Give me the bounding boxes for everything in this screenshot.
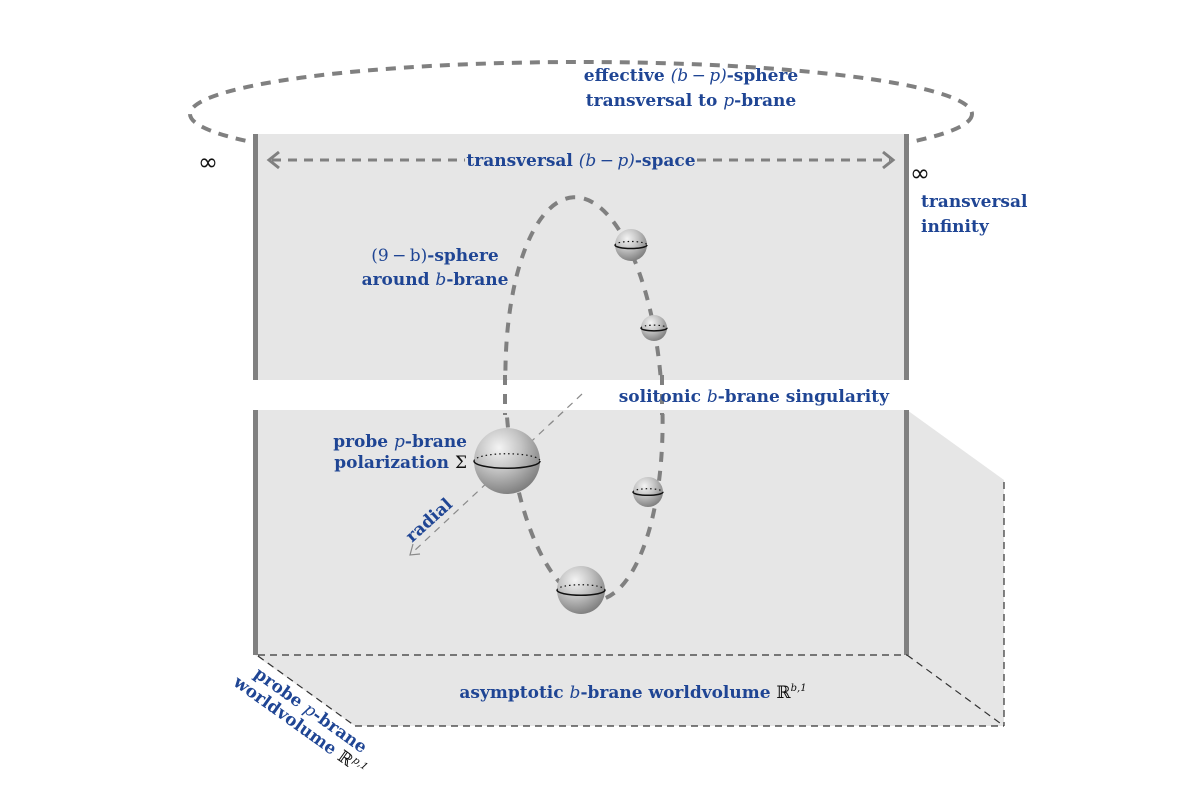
radial-arrowhead-icon [409, 543, 421, 556]
infinity-right-icon: ∞ [910, 159, 930, 187]
sphere-equator-front [640, 327, 668, 332]
sphere-equator-back [614, 240, 648, 246]
sphere-around-label-line2: around b-brane [362, 270, 509, 290]
sphere-body [557, 566, 605, 614]
effective-sphere-label-line2: transversal to p-brane [586, 91, 797, 111]
probe-sphere-large [473, 428, 541, 494]
probe-sphere-5 [556, 566, 606, 614]
lower-plane [255, 410, 907, 655]
sphere-equator-front [556, 589, 606, 597]
sphere-equator-front [614, 244, 648, 250]
sphere-body [641, 315, 667, 341]
sphere-equator-front [473, 460, 541, 470]
bottom-left-edge [257, 655, 356, 727]
probe-sphere-3 [640, 315, 668, 341]
upper-plane [255, 134, 907, 380]
bottom-face [255, 655, 1004, 726]
singularity-label: solitonic b-brane singularity [619, 387, 890, 407]
sphere-equator-back [473, 453, 541, 462]
probe-sphere-2 [614, 229, 648, 261]
worldvolume-edges [257, 482, 1005, 727]
bottom-right-edge [906, 654, 1005, 727]
probe-polarization-label-line1: probe p-brane [333, 432, 467, 452]
singularity-strip [0, 380, 906, 410]
sphere-around-label-line1: (9 − b)-sphere [371, 246, 499, 266]
sphere-body [474, 428, 540, 494]
sphere-body [615, 229, 647, 261]
probe-sphere-4 [632, 477, 664, 507]
arrow-right-head-icon [882, 150, 896, 170]
effective-sphere-label-line1: effective (b − p)-sphere [584, 66, 799, 86]
infinity-left-icon: ∞ [198, 148, 218, 176]
sphere-equator-back [640, 324, 668, 329]
right-wall-lower [904, 410, 909, 655]
probe-polarization-label-line2: polarization Σ [334, 453, 467, 473]
sphere-equator-front [632, 491, 664, 497]
left-wall-lower [253, 410, 258, 655]
radial-arrow [409, 393, 583, 556]
transversal-space-label: transversal (b − p)-space [466, 151, 695, 171]
transversal-infinity-label-line2: infinity [921, 217, 990, 237]
transversal-space-arrow [266, 150, 896, 170]
probe-spheres [473, 229, 668, 614]
left-wall-upper [253, 134, 258, 380]
side-face [907, 410, 1004, 726]
asymptotic-worldvolume-label: asymptotic b-brane worldvolume ℝb,1 [459, 683, 806, 703]
transversal-infinity-label-line1: transversal [921, 192, 1028, 212]
sphere-body [633, 477, 663, 507]
right-wall-upper [904, 134, 909, 380]
arrow-left-head-icon [266, 150, 280, 170]
